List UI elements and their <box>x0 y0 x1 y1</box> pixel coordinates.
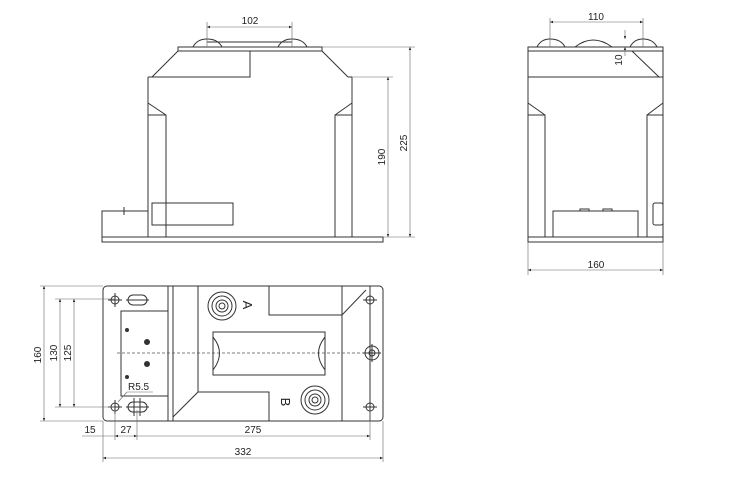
dim-160-plan: 160 <box>33 346 44 363</box>
plan-view: A B R5.5 160 130 125 15 27 275 332 <box>33 285 384 462</box>
dim-110: 110 <box>588 12 604 23</box>
terminal-a <box>207 291 237 321</box>
dim-332: 332 <box>235 447 252 458</box>
dim-160-side: 160 <box>588 260 605 271</box>
dim-225: 225 <box>399 134 410 151</box>
dim-190: 190 <box>377 148 388 165</box>
dim-125: 125 <box>63 344 74 361</box>
dim-130: 130 <box>49 344 60 361</box>
terminal-b <box>300 385 330 415</box>
hole-radius-label: R5.5 <box>128 382 150 393</box>
terminal-b-label: B <box>278 398 293 407</box>
dim-10: 10 <box>614 54 625 66</box>
dim-15: 15 <box>84 425 96 436</box>
side-view: 110 10 160 <box>527 12 664 275</box>
plate-screws <box>125 328 150 379</box>
front-view: 102 190 225 <box>101 16 415 243</box>
terminal-a-label: A <box>240 301 255 310</box>
dim-275: 275 <box>245 425 262 436</box>
dim-102: 102 <box>242 16 259 27</box>
front-terminals <box>192 38 308 48</box>
front-base-plate <box>101 236 384 243</box>
dim-27: 27 <box>120 425 132 436</box>
front-nameplate <box>151 202 234 226</box>
